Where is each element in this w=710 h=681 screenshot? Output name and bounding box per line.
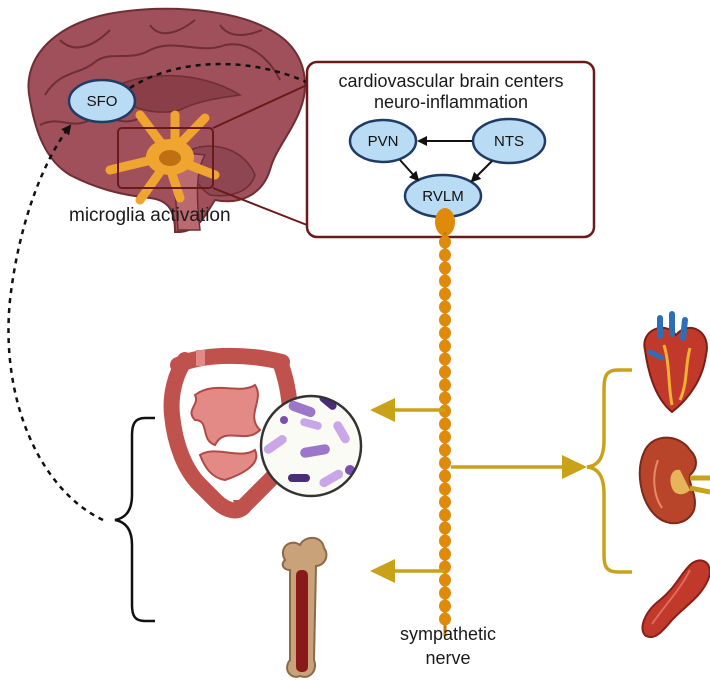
nts-node: NTS: [471, 117, 547, 165]
nerve-bead: [439, 534, 451, 548]
zoom-line-top: [212, 84, 308, 129]
nerve-bead: [439, 612, 451, 626]
gut-bone-brace: [114, 416, 155, 623]
nerve-bead: [439, 352, 451, 366]
zoom-line-bottom: [212, 187, 308, 226]
cardio-title-line2: neuro-inflammation: [374, 92, 528, 112]
pvn-to-rvlm-arrow: [399, 159, 420, 182]
brain-icon: [27, 7, 306, 233]
nerve-bead: [439, 482, 451, 496]
nerve-bead: [439, 586, 451, 600]
nerve-bead: [439, 248, 451, 262]
nts-to-rvlm-arrow: [470, 160, 493, 183]
heart-icon: [643, 311, 708, 414]
nerve-bead: [439, 326, 451, 340]
sfo-node: SFO: [67, 78, 137, 124]
cardio-title-line1: cardiovascular brain centers: [338, 71, 563, 91]
sfo-label: SFO: [87, 93, 118, 110]
nerve-bead: [439, 339, 451, 353]
sympathetic-nerve-label-line2: nerve: [425, 648, 470, 668]
nerve-bead: [439, 235, 451, 249]
nerve-bead: [439, 508, 451, 522]
zoom-box: [117, 127, 214, 189]
nerve-bead: [439, 547, 451, 561]
nerve-bead: [439, 274, 451, 288]
nerve-bead: [439, 443, 451, 457]
sympathetic-nerve: [435, 208, 455, 636]
nerve-bead: [439, 469, 451, 483]
sympathetic-nerve-label-line1: sympathetic: [400, 624, 496, 644]
rvlm-label: RVLM: [422, 188, 463, 205]
microglia-activation-label: microglia activation: [69, 205, 231, 226]
nerve-bead: [439, 287, 451, 301]
nerve-bead: [439, 573, 451, 587]
nerve-bead: [439, 391, 451, 405]
bacteria-icon: [259, 394, 363, 498]
pvn-label: PVN: [368, 133, 399, 150]
nerve-bead: [439, 495, 451, 509]
nerve-bead: [439, 261, 451, 275]
kidney-icon: [638, 436, 710, 525]
nerve-bead: [439, 365, 451, 379]
nts-label: NTS: [494, 133, 524, 150]
nerve-bead: [439, 313, 451, 327]
organs-brace: [586, 368, 632, 574]
nerve-bead: [439, 300, 451, 314]
pvn-node: PVN: [348, 118, 418, 164]
cardio-centers-box: [305, 60, 596, 239]
nerve-bead: [439, 417, 451, 431]
nerve-bead: [439, 521, 451, 535]
gut-to-sfo-dashed-arrow: [7, 124, 104, 522]
microglia-icon: [105, 110, 220, 205]
nerve-bead: [439, 430, 451, 444]
organ-arrow: [451, 455, 587, 479]
nerve-bead: [439, 378, 451, 392]
nerve-bead: [439, 599, 451, 613]
bone-arrow: [370, 559, 445, 583]
gut-arrow: [370, 398, 445, 422]
blood-vessel-icon: [641, 559, 710, 638]
bone-icon: [281, 536, 328, 678]
nerve-bead: [439, 456, 451, 470]
